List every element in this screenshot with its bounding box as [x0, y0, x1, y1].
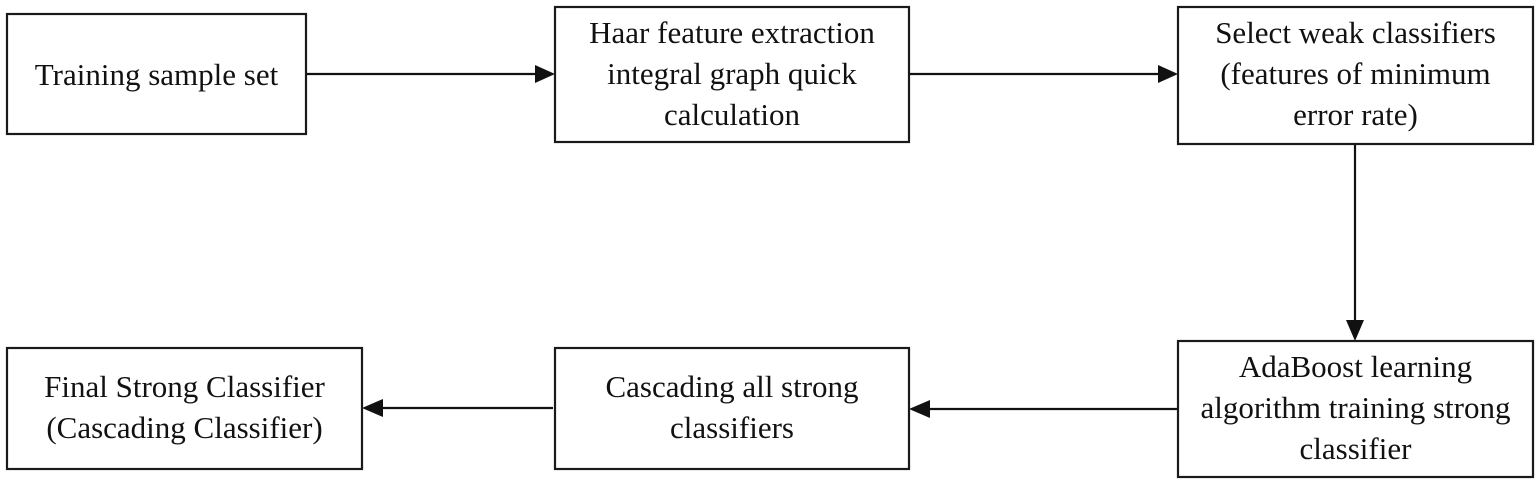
node-label: classifier	[1300, 431, 1413, 466]
node-adaboost-learning: AdaBoost learning algorithm training str…	[1176, 339, 1535, 479]
node-training-sample-set: Training sample set	[5, 12, 308, 136]
node-select-weak-classifiers: Select weak classifiers (features of min…	[1176, 5, 1535, 146]
node-haar-feature-extraction: Haar feature extraction integral graph q…	[553, 5, 911, 144]
node-label: AdaBoost learning	[1239, 349, 1472, 384]
node-label: Training sample set	[35, 57, 279, 92]
node-label: Final Strong Classifier	[44, 369, 325, 404]
edge-select-to-adaboost	[1346, 144, 1364, 341]
edge-cascading-to-final	[362, 399, 553, 417]
node-label: Haar feature extraction	[589, 15, 875, 50]
node-label: (features of minimum	[1220, 56, 1490, 91]
edge-haar-to-select	[909, 65, 1178, 83]
node-cascading-strong-classifiers: Cascading all strong classifiers	[553, 346, 911, 471]
node-label: Select weak classifiers	[1215, 15, 1496, 50]
node-label: (Cascading Classifier)	[46, 410, 322, 445]
edge-training-to-haar	[306, 65, 555, 83]
node-label: calculation	[664, 97, 800, 132]
node-label: integral graph quick	[607, 56, 857, 91]
node-label: Cascading all strong	[605, 369, 858, 404]
node-label: error rate)	[1293, 97, 1418, 132]
edges	[306, 65, 1364, 418]
node-label: classifiers	[670, 410, 794, 445]
edge-adaboost-to-cascading	[909, 400, 1178, 418]
node-label: algorithm training strong	[1201, 390, 1511, 425]
node-final-strong-classifier: Final Strong Classifier (Cascading Class…	[5, 346, 364, 471]
